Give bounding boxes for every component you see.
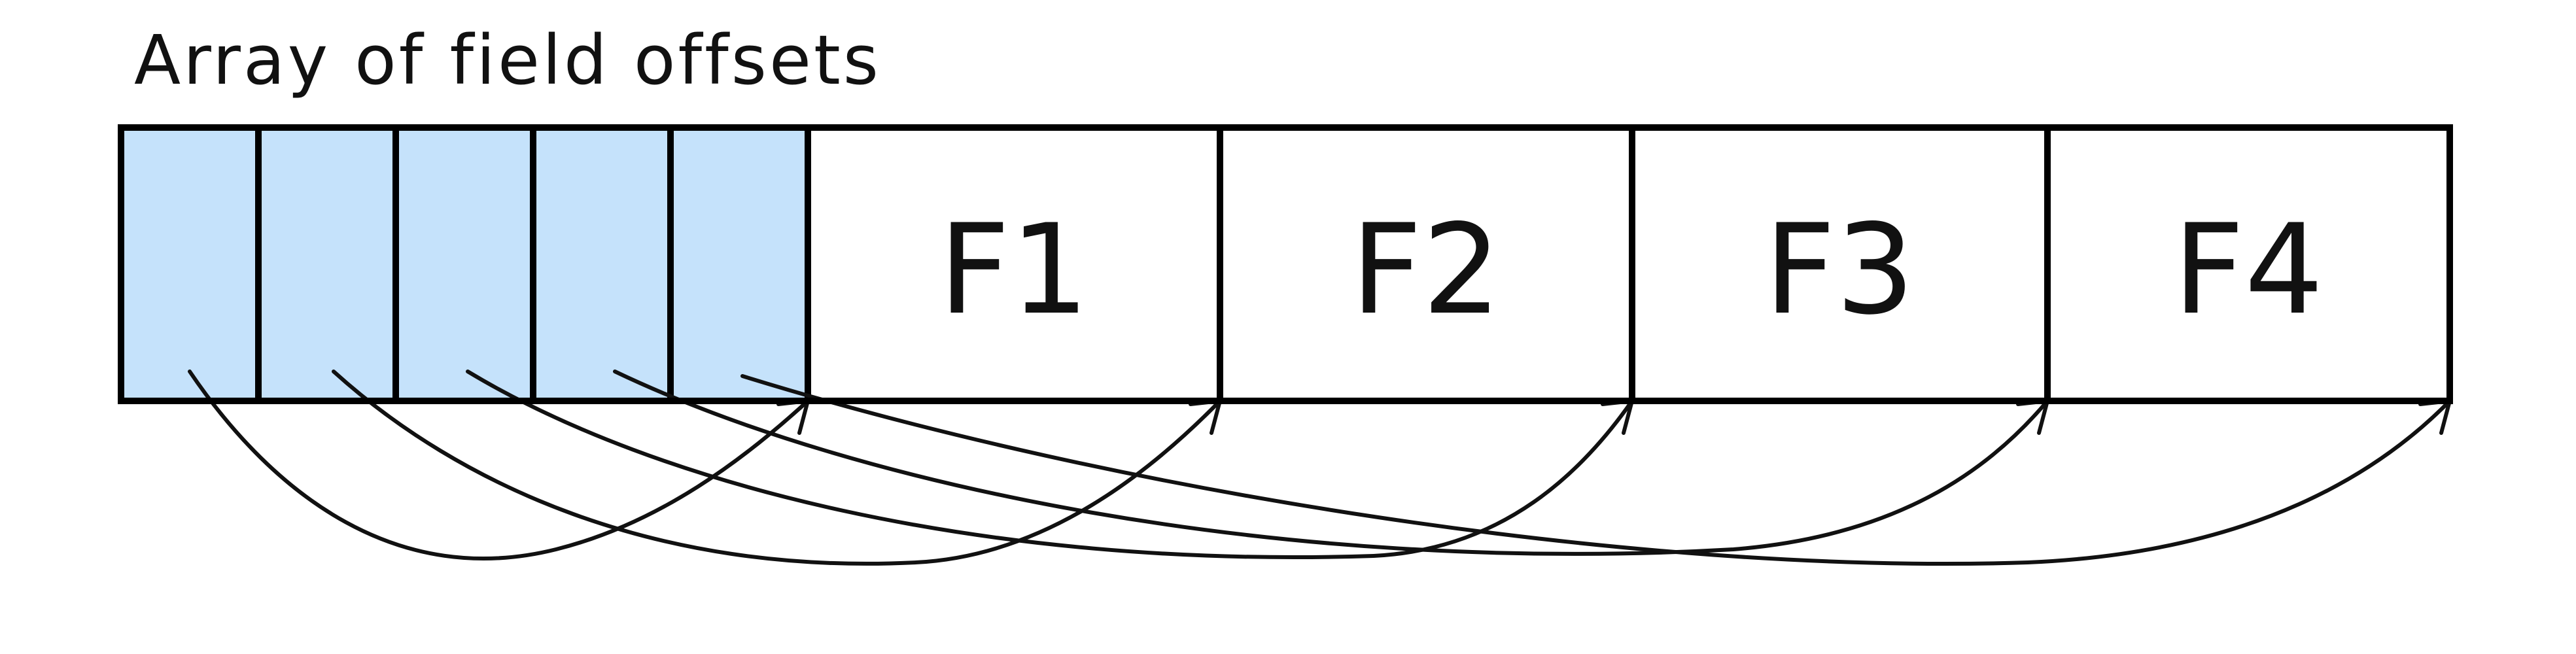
field-label-f4: F4 bbox=[2173, 198, 2324, 342]
pointer-arrow-2 bbox=[332, 370, 1222, 566]
field-label-f2: F2 bbox=[1351, 198, 1501, 342]
offset-cell-2 bbox=[255, 124, 399, 404]
pointer-arrow-1 bbox=[188, 370, 810, 560]
field-cell-f2 bbox=[1217, 124, 1635, 404]
field-labels: F1 F2 F3 F4 bbox=[939, 198, 2324, 342]
pointer-arrow-4 bbox=[613, 370, 2049, 556]
diagram-title: Array of field offsets bbox=[134, 20, 881, 100]
struct-outline bbox=[118, 124, 2453, 404]
offset-cell-4 bbox=[530, 124, 674, 404]
field-label-f3: F3 bbox=[1764, 198, 1915, 342]
offset-array bbox=[118, 124, 811, 404]
offset-cell-3 bbox=[392, 124, 536, 404]
pointer-arrow-3 bbox=[466, 370, 1634, 560]
field-label-f1: F1 bbox=[939, 198, 1089, 342]
field-cell-f1 bbox=[805, 124, 1223, 404]
offset-cell-5 bbox=[667, 124, 811, 404]
pointer-arrow-5 bbox=[740, 374, 2452, 566]
offset-cell-1 bbox=[118, 124, 262, 404]
